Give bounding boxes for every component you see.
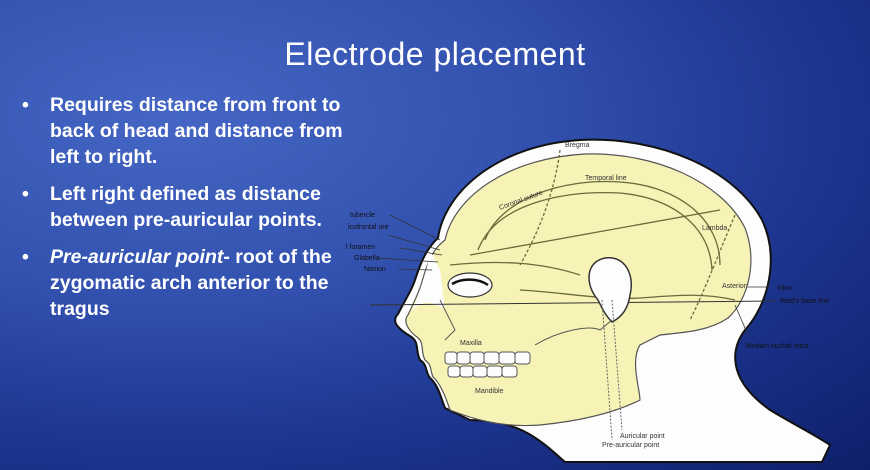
bullet-text: - root of the zygomatic arch anterior to… (50, 246, 332, 320)
eye-orbit (447, 272, 493, 298)
label-foramen: l foramen (346, 244, 375, 251)
bullet-item: Left right defined as distance between p… (18, 181, 358, 233)
teeth (444, 351, 531, 378)
label-frontal-suture: icofrontal ure (348, 224, 389, 231)
bullet-text: Requires distance from front to back of … (50, 94, 343, 168)
bullet-emphasis: Pre-auricular point (50, 246, 224, 268)
label-nasion: Nasion (364, 266, 386, 273)
label-preauricular-point: Pre-auricular point (602, 442, 659, 449)
label-tubercle: tubercle (350, 212, 375, 219)
skull-lines (449, 149, 736, 321)
reids-base-line (369, 300, 776, 306)
slide-title: Electrode placement (284, 36, 586, 72)
label-maxilla: Maxilla (460, 340, 482, 347)
label-auricular-point: Auricular point (620, 433, 665, 440)
label-reids-line: Reid's base line (780, 298, 829, 305)
bullet-item: Pre-auricular point- root of the zygomat… (18, 244, 358, 322)
ear (588, 257, 632, 323)
label-nuchal-crest: Median nuchal crest (746, 343, 809, 350)
label-asterion: Asterion (722, 283, 748, 290)
label-bregma: Bregma (565, 142, 590, 149)
label-temporal-line: Temporal line (585, 175, 627, 182)
label-glabella: Glabella (354, 255, 380, 262)
bullet-list: Requires distance from front to back of … (18, 92, 358, 333)
label-mandible: Mandible (475, 388, 504, 395)
bullet-item: Requires distance from front to back of … (18, 92, 358, 170)
label-lambda: Lambda (702, 225, 727, 232)
label-inion: Inion (777, 285, 792, 292)
bullet-text: Left right defined as distance between p… (50, 183, 322, 231)
